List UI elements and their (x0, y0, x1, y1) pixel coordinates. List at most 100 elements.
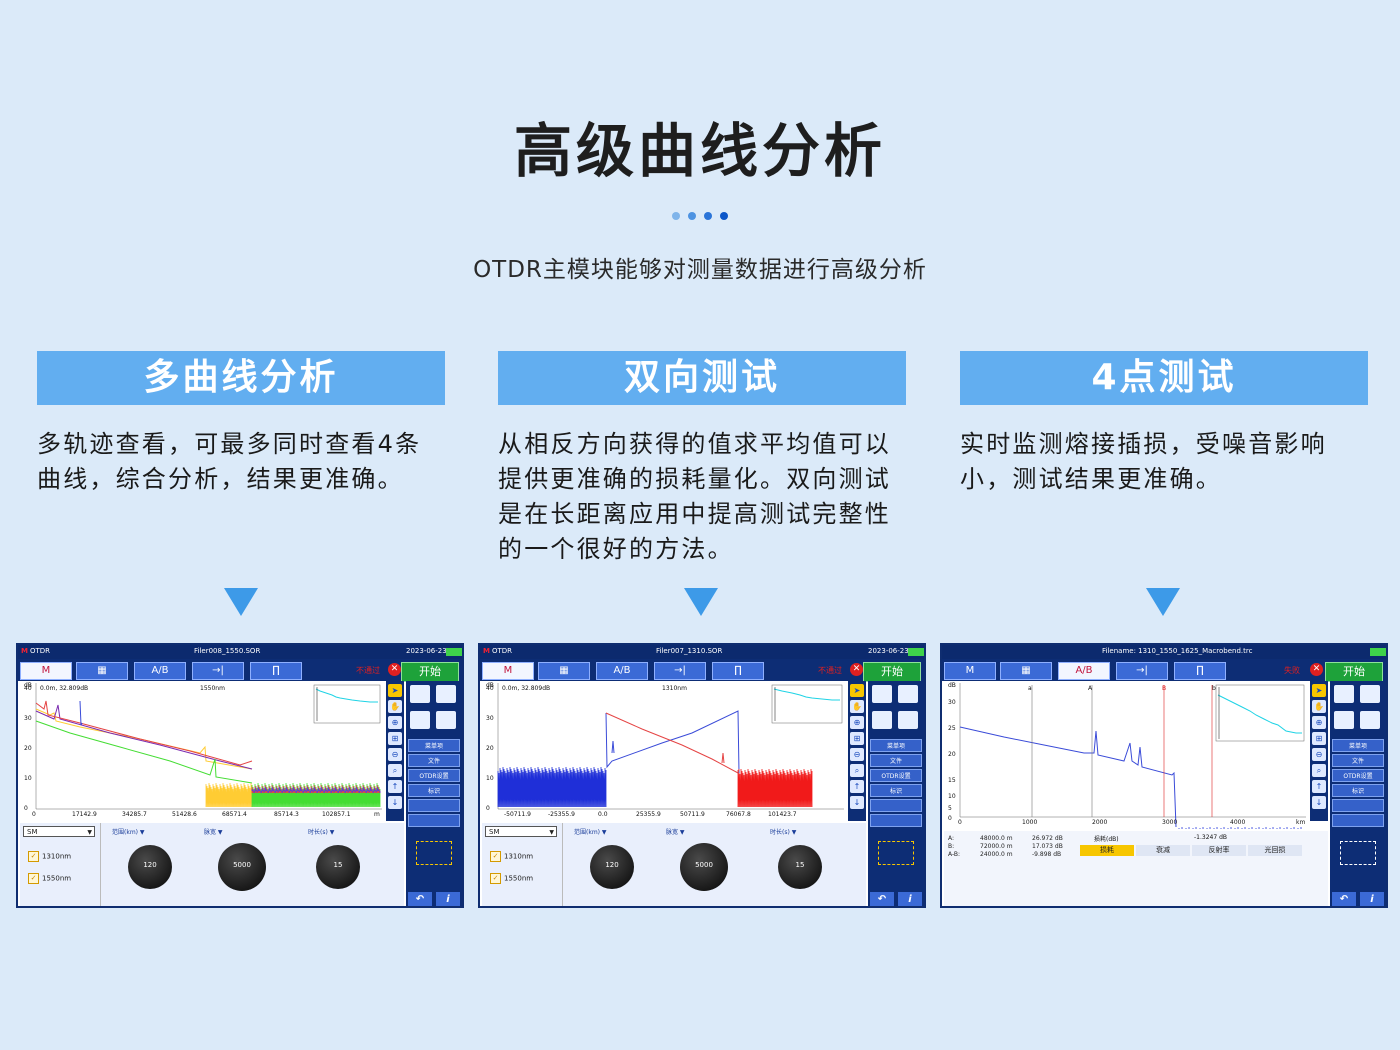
trace-plot[interactable]: dB 0.0m, 32.809dB 1310nm 40 30 20 10 0 -… (482, 681, 846, 821)
otdr-settings-button[interactable]: OTDR设置 (870, 769, 922, 782)
save-icon[interactable] (1360, 685, 1380, 703)
back-icon[interactable]: ↶ (870, 892, 894, 906)
tab-table[interactable]: ▦ (76, 662, 128, 680)
zoom-out-icon[interactable]: ⊖ (850, 748, 864, 761)
report-icon[interactable] (410, 711, 430, 729)
trace-plot[interactable]: dB 0.0m, 32.809dB 1550nm 40 30 20 10 0 0… (20, 681, 384, 821)
arrow-down-icon[interactable]: ↓ (850, 796, 864, 809)
next-icon[interactable] (1360, 711, 1380, 729)
zoom-in-icon[interactable]: ⊕ (388, 716, 402, 729)
tab-reflectance[interactable]: 反射率 (1192, 845, 1246, 856)
range-knob[interactable]: 120 (128, 845, 172, 889)
tab-attenuation[interactable]: 衰减 (1136, 845, 1190, 856)
save-icon[interactable] (898, 685, 918, 703)
tab-event[interactable]: →| (654, 662, 706, 680)
tab-event[interactable]: →| (1116, 662, 1168, 680)
wave-1550-checkbox[interactable]: ✓1550nm (490, 873, 533, 884)
otdr-settings-button[interactable]: OTDR设置 (1332, 769, 1384, 782)
info-icon[interactable]: i (436, 892, 460, 906)
cursor-tool-icon[interactable]: ➤ (388, 684, 402, 697)
mark-button[interactable]: 标识 (1332, 784, 1384, 797)
zoom-fit-icon[interactable]: ⊞ (388, 732, 402, 745)
pulse-knob[interactable]: 5000 (218, 843, 266, 891)
report-icon[interactable] (872, 711, 892, 729)
tab-pulse[interactable]: ∏ (1174, 662, 1226, 680)
tab-pulse[interactable]: ∏ (250, 662, 302, 680)
cursor-tool-icon[interactable]: ➤ (850, 684, 864, 697)
start-button[interactable]: 开始 (863, 662, 921, 682)
mode-select[interactable]: SM▼ (23, 826, 95, 837)
blank-button[interactable] (1332, 814, 1384, 827)
zoom-reset-icon[interactable]: ⌕ (850, 764, 864, 777)
blank-button[interactable] (870, 814, 922, 827)
zoom-fit-icon[interactable]: ⊞ (1312, 732, 1326, 745)
arrow-down-icon[interactable]: ↓ (388, 796, 402, 809)
tab-trace[interactable]: M (944, 662, 996, 680)
chart-icon[interactable] (1340, 841, 1376, 865)
open-icon[interactable] (872, 685, 892, 703)
range-knob[interactable]: 120 (590, 845, 634, 889)
next-icon[interactable] (436, 711, 456, 729)
menu-button[interactable]: 菜单项 (408, 739, 460, 752)
duration-knob[interactable]: 15 (316, 845, 360, 889)
wave-1310-checkbox[interactable]: ✓1310nm (28, 851, 71, 862)
tab-trace[interactable]: M (482, 662, 534, 680)
report-icon[interactable] (1334, 711, 1354, 729)
start-button[interactable]: 开始 (401, 662, 459, 682)
zoom-reset-icon[interactable]: ⌕ (388, 764, 402, 777)
cursor-tool-icon[interactable]: ➤ (1312, 684, 1326, 697)
zoom-in-icon[interactable]: ⊕ (850, 716, 864, 729)
save-icon[interactable] (436, 685, 456, 703)
trace-plot[interactable]: dB 30 25 20 15 10 5 0 0 1000 2000 3000 4… (944, 681, 1308, 858)
hand-tool-icon[interactable]: ✋ (1312, 700, 1326, 713)
arrow-down-icon[interactable]: ↓ (1312, 796, 1326, 809)
tab-event[interactable]: →| (192, 662, 244, 680)
otdr-settings-button[interactable]: OTDR设置 (408, 769, 460, 782)
file-button[interactable]: 文件 (1332, 754, 1384, 767)
open-icon[interactable] (410, 685, 430, 703)
back-icon[interactable]: ↶ (408, 892, 432, 906)
tab-orl[interactable]: 光回损 (1248, 845, 1302, 856)
chart-icon[interactable] (878, 841, 914, 865)
tab-pulse[interactable]: ∏ (712, 662, 764, 680)
file-button[interactable]: 文件 (870, 754, 922, 767)
info-icon[interactable]: i (898, 892, 922, 906)
arrow-up-icon[interactable]: ↑ (388, 780, 402, 793)
info-icon[interactable]: i (1360, 892, 1384, 906)
tab-loss[interactable]: 损耗 (1080, 845, 1134, 856)
tab-trace[interactable]: M (20, 662, 72, 680)
arrow-up-icon[interactable]: ↑ (850, 780, 864, 793)
zoom-out-icon[interactable]: ⊖ (1312, 748, 1326, 761)
duration-knob[interactable]: 15 (778, 845, 822, 889)
tab-analysis[interactable]: A/B (134, 662, 186, 680)
chart-icon[interactable] (416, 841, 452, 865)
menu-button[interactable]: 菜单项 (870, 739, 922, 752)
mode-select[interactable]: SM▼ (485, 826, 557, 837)
file-button[interactable]: 文件 (408, 754, 460, 767)
zoom-in-icon[interactable]: ⊕ (1312, 716, 1326, 729)
mark-button[interactable]: 标识 (408, 784, 460, 797)
wave-1550-checkbox[interactable]: ✓1550nm (28, 873, 71, 884)
blank-button[interactable] (870, 799, 922, 812)
arrow-up-icon[interactable]: ↑ (1312, 780, 1326, 793)
mark-button[interactable]: 标识 (870, 784, 922, 797)
open-icon[interactable] (1334, 685, 1354, 703)
tab-table[interactable]: ▦ (538, 662, 590, 680)
zoom-fit-icon[interactable]: ⊞ (850, 732, 864, 745)
blank-button[interactable] (408, 799, 460, 812)
blank-button[interactable] (408, 814, 460, 827)
tab-table[interactable]: ▦ (1000, 662, 1052, 680)
hand-tool-icon[interactable]: ✋ (388, 700, 402, 713)
tab-analysis[interactable]: A/B (1058, 662, 1110, 680)
pulse-knob[interactable]: 5000 (680, 843, 728, 891)
next-icon[interactable] (898, 711, 918, 729)
wave-1310-checkbox[interactable]: ✓1310nm (490, 851, 533, 862)
zoom-out-icon[interactable]: ⊖ (388, 748, 402, 761)
blank-button[interactable] (1332, 799, 1384, 812)
start-button[interactable]: 开始 (1325, 662, 1383, 682)
menu-button[interactable]: 菜单项 (1332, 739, 1384, 752)
zoom-reset-icon[interactable]: ⌕ (1312, 764, 1326, 777)
back-icon[interactable]: ↶ (1332, 892, 1356, 906)
hand-tool-icon[interactable]: ✋ (850, 700, 864, 713)
tab-analysis[interactable]: A/B (596, 662, 648, 680)
